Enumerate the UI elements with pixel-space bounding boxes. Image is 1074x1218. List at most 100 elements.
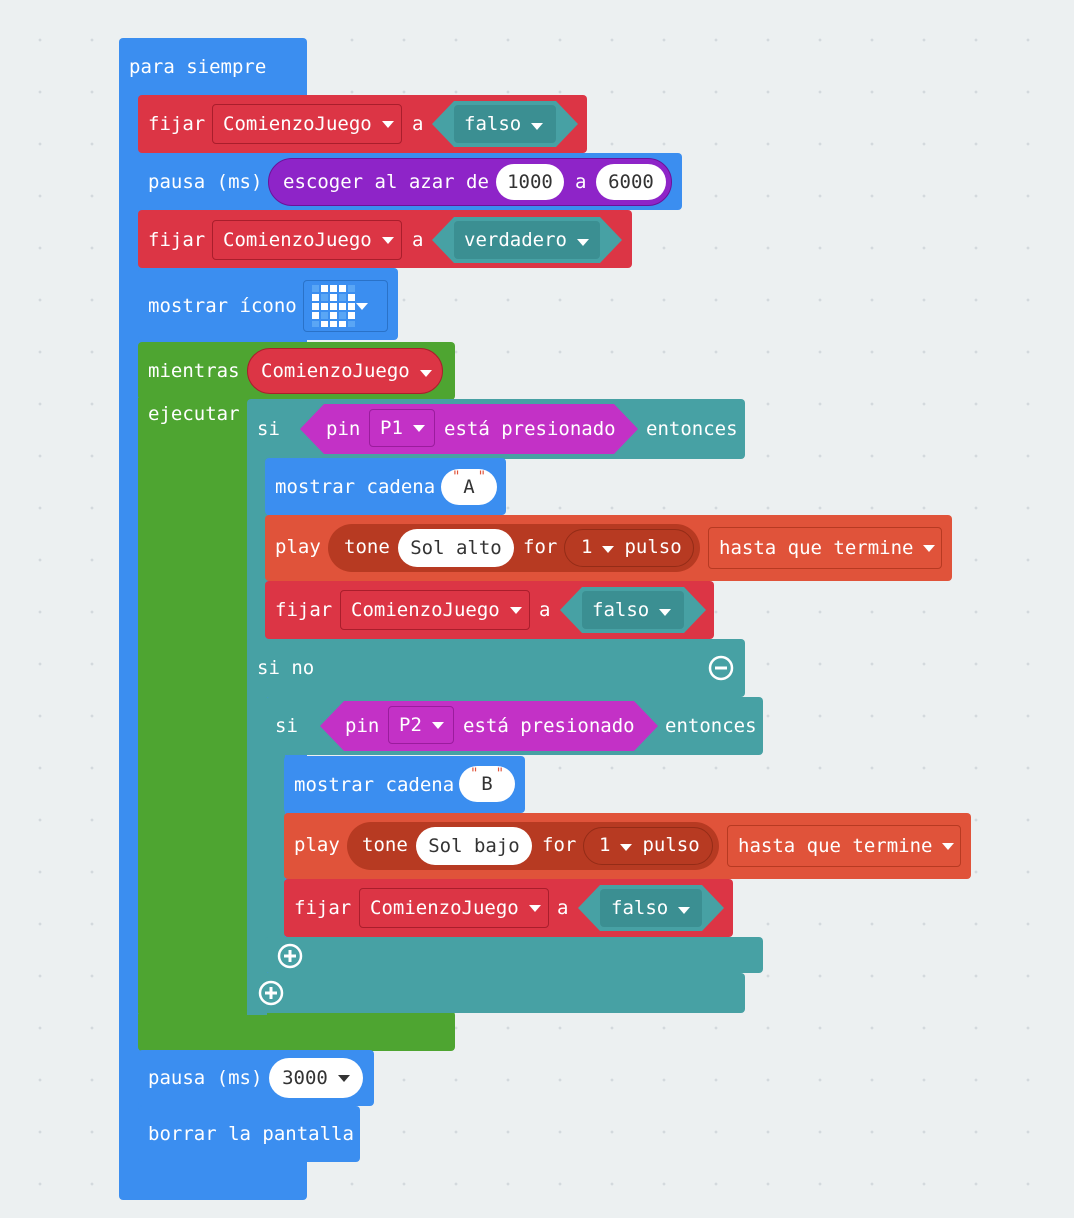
while-condition: ComienzoJuego [261, 359, 432, 383]
pin-value: P1 [380, 417, 403, 439]
to-label: a [557, 897, 569, 919]
remove-else-icon[interactable] [708, 655, 734, 681]
pause-label: pausa (ms) [148, 171, 263, 193]
quote-open-icon: " [452, 469, 461, 485]
note-input[interactable]: Sol alto [398, 529, 514, 567]
to-label: a [412, 113, 424, 135]
if-footer-1 [247, 973, 745, 1013]
for-label: for [523, 536, 558, 558]
chevron-down-icon [942, 842, 955, 850]
while-footer [138, 1011, 455, 1051]
show-string-label: mostrar cadena [275, 476, 436, 498]
while-label: mientras [148, 360, 240, 382]
ghost-led-icon [312, 285, 355, 327]
random-max-input[interactable]: 6000 [596, 164, 666, 200]
play-label: play [275, 536, 321, 558]
chevron-down-icon [381, 236, 394, 244]
random-to-label: a [575, 171, 587, 193]
random-label: escoger al azar de [283, 171, 489, 193]
boolean-value: verdadero [464, 228, 589, 252]
variable-dropdown[interactable]: ComienzoJuego [359, 888, 549, 928]
beats-reporter[interactable] [583, 827, 713, 865]
boolean-value: falso [611, 896, 691, 920]
pressed-label: está presionado [463, 715, 635, 737]
variable-name: ComienzoJuego [223, 113, 372, 135]
quote-open-icon: " [470, 766, 479, 782]
pin-dropdown[interactable]: P2 [388, 706, 454, 744]
chevron-down-icon [659, 609, 672, 616]
beats-reporter[interactable] [564, 529, 694, 567]
variable-name: ComienzoJuego [370, 897, 519, 919]
chevron-down-icon [620, 844, 633, 851]
boolean-falso-field[interactable] [560, 587, 706, 633]
do-label: ejecutar [148, 403, 240, 425]
random-min-input[interactable]: 1000 [496, 164, 564, 200]
note-input[interactable]: Sol bajo [416, 827, 532, 865]
boolean-value: falso [464, 112, 544, 136]
forever-label: para siempre [129, 56, 267, 78]
boolean-falso-field[interactable] [432, 101, 578, 147]
while-condition-dropdown[interactable] [247, 348, 443, 394]
variable-name: ComienzoJuego [351, 599, 500, 621]
then-label: entonces [646, 418, 738, 440]
boolean-falso-field[interactable] [578, 885, 724, 931]
chevron-down-icon [419, 370, 432, 377]
chevron-down-icon [576, 239, 589, 246]
chevron-down-icon [412, 424, 425, 432]
set-label: fijar [148, 229, 206, 251]
quote-close-icon: " [495, 766, 504, 782]
to-label: a [412, 229, 424, 251]
pin-value: P2 [399, 714, 422, 736]
while-spine [138, 398, 248, 1013]
set-label: fijar [275, 599, 333, 621]
add-branch-icon[interactable] [258, 980, 284, 1006]
chevron-down-icon [356, 303, 368, 310]
boolean-verdadero-field[interactable] [432, 217, 622, 263]
variable-dropdown[interactable]: ComienzoJuego [212, 220, 402, 260]
chevron-down-icon [431, 721, 444, 729]
string-input[interactable]: "B" [459, 766, 515, 802]
tone-label: tone [362, 834, 408, 856]
pin-dropdown[interactable]: P1 [369, 409, 435, 447]
set-label: fijar [148, 113, 206, 135]
chevron-down-icon [528, 904, 541, 912]
add-branch-icon[interactable] [277, 943, 303, 969]
tone-label: tone [344, 536, 390, 558]
chevron-down-icon [531, 123, 544, 130]
chevron-down-icon [602, 546, 615, 553]
play-mode-dropdown[interactable]: hasta que termine [708, 527, 942, 569]
if-label: si [275, 715, 298, 737]
if-label: si [257, 418, 280, 440]
pressed-label: está presionado [444, 418, 616, 440]
show-string-label: mostrar cadena [294, 774, 455, 796]
chevron-down-icon [678, 907, 691, 914]
for-label: for [542, 834, 577, 856]
pin-label: pin [326, 418, 361, 440]
else-row[interactable] [247, 639, 745, 697]
clear-label: borrar la pantalla [148, 1123, 354, 1145]
quote-close-icon: " [477, 469, 486, 485]
boolean-value: falso [592, 598, 672, 622]
play-mode-dropdown[interactable]: hasta que termine [727, 825, 961, 867]
if-spine-2 [265, 750, 285, 940]
chevron-down-icon [337, 1074, 350, 1082]
if-spine-1 [247, 455, 267, 1015]
chevron-down-icon [509, 606, 522, 614]
play-mode: hasta que termine [738, 835, 933, 857]
clear-screen-block[interactable] [138, 1106, 360, 1162]
play-label: play [294, 834, 340, 856]
variable-dropdown[interactable]: ComienzoJuego [212, 104, 402, 144]
to-label: a [539, 599, 551, 621]
variable-dropdown[interactable]: ComienzoJuego [340, 590, 530, 630]
string-input[interactable]: "A" [441, 469, 497, 505]
else-label: si no [257, 657, 315, 679]
pause-label: pausa (ms) [148, 1067, 263, 1089]
show-icon-label: mostrar ícono [148, 295, 297, 317]
pause-value-dropdown[interactable]: 3000 [269, 1058, 363, 1098]
if-footer-2 [265, 937, 763, 973]
variable-name: ComienzoJuego [223, 229, 372, 251]
chevron-down-icon [923, 544, 936, 552]
set-label: fijar [294, 897, 352, 919]
play-mode: hasta que termine [719, 537, 914, 559]
